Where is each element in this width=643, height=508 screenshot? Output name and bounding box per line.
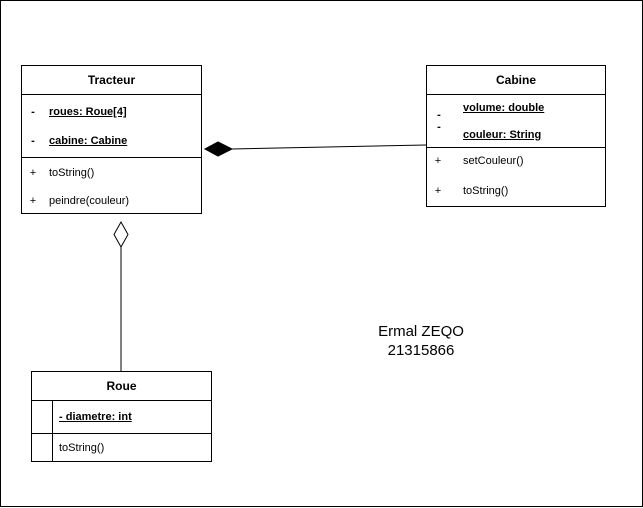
operations-section: + toString() + peindre(couleur) xyxy=(22,158,201,213)
operation-row[interactable]: + peindre(couleur) xyxy=(22,188,201,214)
attribute-text: - diametre: int xyxy=(59,411,132,423)
visibility-marker: - xyxy=(437,121,441,133)
visibility-marker: - xyxy=(31,106,35,118)
attribute-row[interactable]: - diametre: int xyxy=(32,404,211,430)
attribute-text: volume: double xyxy=(463,102,545,114)
composition-tracteur-cabine xyxy=(203,141,427,157)
visibility-marker: - xyxy=(31,135,35,147)
operation-text: toString() xyxy=(59,442,105,454)
composition-filled-diamond xyxy=(203,141,234,157)
attributes-section: - roues: Roue[4] - cabine: Cabine xyxy=(22,95,201,158)
operation-row[interactable]: + toString() xyxy=(427,178,605,204)
attributes-section: - - volume: double couleur: String xyxy=(427,95,605,148)
visibility-marker: + xyxy=(29,195,37,207)
author-name: Ermal ZEQO xyxy=(378,323,464,340)
operation-text: setCouleur() xyxy=(463,155,524,167)
aggregation-hollow-diamond xyxy=(113,220,129,249)
class-name: Cabine xyxy=(427,66,605,95)
operation-row[interactable]: + setCouleur() xyxy=(427,148,605,174)
visibility-markers: - - xyxy=(433,109,445,133)
operation-text: peindre(couleur) xyxy=(49,195,130,207)
operations-section: + setCouleur() + toString() xyxy=(427,148,605,206)
operations-section: toString() xyxy=(32,434,211,461)
class-cabine[interactable]: Cabine - - volume: double couleur: Strin… xyxy=(426,65,606,207)
attribute-row[interactable]: volume: double xyxy=(427,95,605,121)
composition-line xyxy=(231,144,427,150)
operation-text: toString() xyxy=(49,167,95,179)
operation-row[interactable]: toString() xyxy=(32,435,211,461)
class-name: Tracteur xyxy=(22,66,201,95)
attribute-row[interactable]: - roues: Roue[4] xyxy=(22,99,201,125)
aggregation-tracteur-roue xyxy=(113,220,129,371)
author-label: Ermal ZEQO 21315866 xyxy=(356,322,486,360)
visibility-marker: + xyxy=(434,185,442,197)
attribute-text: cabine: Cabine xyxy=(49,135,128,147)
visibility-column-divider xyxy=(52,400,53,461)
attribute-row[interactable]: couleur: String xyxy=(427,122,605,148)
author-id: 21315866 xyxy=(387,342,455,359)
visibility-marker: - xyxy=(437,109,441,121)
operation-text: toString() xyxy=(463,185,509,197)
operation-row[interactable]: + toString() xyxy=(22,160,201,186)
visibility-marker: + xyxy=(29,167,37,179)
class-tracteur[interactable]: Tracteur - roues: Roue[4] - cabine: Cabi… xyxy=(21,65,202,214)
attribute-text: roues: Roue[4] xyxy=(49,106,127,118)
visibility-marker: + xyxy=(434,155,442,167)
attribute-row[interactable]: - cabine: Cabine xyxy=(22,128,201,154)
class-name: Roue xyxy=(32,372,211,401)
class-roue[interactable]: Roue - diametre: int toString() xyxy=(31,371,212,462)
attributes-section: - diametre: int xyxy=(32,401,211,434)
attribute-text: couleur: String xyxy=(463,129,542,141)
